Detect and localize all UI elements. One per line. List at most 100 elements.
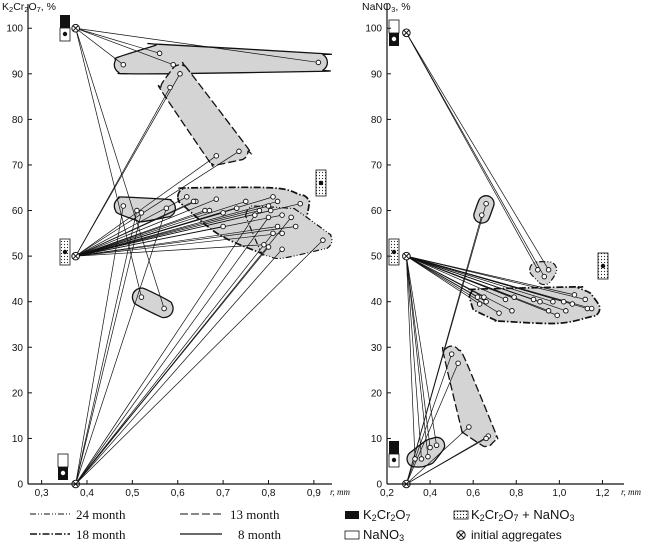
- left-x-axis-label-text: r, mm: [330, 487, 351, 497]
- left-data-point: [280, 231, 285, 236]
- right-axes: [387, 4, 624, 484]
- left-data-point: [164, 206, 169, 211]
- right-data-point: [551, 299, 556, 304]
- left-connection-line: [76, 249, 282, 484]
- right-connection-line: [406, 256, 512, 311]
- left-data-point: [289, 215, 294, 220]
- right-chart-title: NaNO3, %: [362, 1, 411, 14]
- legend-initial-aggregates: initial aggregates: [457, 528, 562, 542]
- left-nano3-box-icon: [58, 454, 68, 480]
- left-data-point: [316, 60, 321, 65]
- right-initial-aggregate: [403, 252, 411, 260]
- right-data-point: [477, 302, 482, 307]
- left-connection-line: [76, 217, 269, 484]
- left-initial-aggregate: [72, 252, 80, 260]
- right-data-point: [546, 309, 551, 314]
- right-data-point: [456, 361, 461, 366]
- right-nano3-box-icon: [389, 441, 399, 467]
- right-y-tick-label: 80: [371, 115, 383, 126]
- left-initial-aggregate: [72, 24, 80, 32]
- right-data-point: [413, 457, 418, 462]
- right-data-point: [572, 293, 577, 298]
- left-data-point: [266, 204, 271, 209]
- left-data-point: [266, 245, 271, 250]
- left-region-8-month: [114, 44, 331, 74]
- left-connection-line: [76, 233, 273, 484]
- legend-8-month: 8 month: [180, 527, 281, 542]
- left-connection-line: [76, 215, 255, 484]
- left-connection-line: [76, 74, 180, 256]
- left-data-point: [280, 247, 285, 252]
- right-connection-line: [406, 256, 505, 299]
- left-data-point: [121, 204, 126, 209]
- left-x-tick-label: 0,3: [35, 488, 49, 499]
- legend-k2cr2o7: K2Cr2O7: [345, 507, 411, 523]
- left-mixture-box-icon: [60, 239, 70, 265]
- right-data-point: [546, 267, 551, 272]
- legend-initial-aggregates-label: initial aggregates: [471, 528, 562, 542]
- left-data-point: [214, 154, 219, 159]
- right-y-tick-label: 40: [371, 297, 383, 308]
- right-region-13-month: [443, 346, 498, 447]
- left-data-point: [185, 195, 190, 200]
- left-data-point: [253, 213, 258, 218]
- left-data-point: [178, 72, 183, 77]
- left-data-point: [268, 208, 273, 213]
- right-data-point: [512, 295, 517, 300]
- left-y-tick-label: 0: [17, 480, 23, 491]
- right-y-tick-label: 90: [371, 69, 383, 80]
- right-y-tick-label: 50: [371, 252, 383, 263]
- right-data-point: [480, 213, 485, 218]
- left-data-point: [221, 211, 226, 216]
- right-x-tick-label: 1,2: [596, 488, 610, 499]
- right-data-point: [482, 295, 487, 300]
- left-data-point: [234, 206, 239, 211]
- left-y-tick-label: 50: [12, 252, 24, 263]
- right-data-point: [589, 306, 594, 311]
- right-connection-line: [406, 256, 428, 457]
- left-data-point: [275, 224, 280, 229]
- left-data-point: [168, 85, 173, 90]
- right-chart: NaNO3, % 01020304050607080901000,20,40,6…: [362, 1, 642, 499]
- right-region-24-month: [530, 262, 557, 285]
- left-y-tick-label: 70: [12, 160, 24, 171]
- right-data-point: [484, 201, 489, 206]
- right-x-tick-label: 0,8: [509, 488, 523, 499]
- left-y-tick-label: 30: [12, 343, 24, 354]
- left-data-point: [257, 208, 262, 213]
- right-data-point: [467, 425, 472, 430]
- right-data-point: [484, 299, 489, 304]
- right-data-point: [497, 311, 502, 316]
- right-x-tick-label: 0,6: [466, 488, 480, 499]
- right-data-point: [449, 352, 454, 357]
- right-data-point: [564, 309, 569, 314]
- left-data-point: [275, 199, 280, 204]
- right-data-point: [419, 457, 424, 462]
- right-initial-aggregates: [389, 20, 608, 488]
- left-data-point: [221, 224, 226, 229]
- left-data-point: [262, 242, 267, 247]
- left-k2cr2o7-box-icon: [60, 15, 70, 41]
- right-x-axis-label-text: r, mm: [621, 487, 642, 497]
- left-y-tick-label: 80: [12, 115, 24, 126]
- legend-13-month-label: 13 month: [230, 507, 280, 522]
- left-data-point: [207, 208, 212, 213]
- right-x-tick-label: 1,0: [552, 488, 566, 499]
- left-data-point: [266, 215, 271, 220]
- left-x-axis-label: r, mm: [330, 487, 351, 497]
- right-regions: [407, 196, 600, 467]
- left-y-tick-label: 90: [12, 69, 24, 80]
- left-data-points: [121, 51, 325, 311]
- left-data-point: [271, 231, 276, 236]
- left-chart-title: K2Cr2O7, %: [2, 1, 56, 14]
- right-connection-line: [406, 204, 486, 484]
- right-data-point: [484, 436, 489, 441]
- left-y-tick-label: 10: [12, 434, 24, 445]
- legend: 24 month 13 month 18 month 8 month K2Cr2…: [30, 507, 575, 543]
- left-y-tick-label: 40: [12, 297, 24, 308]
- left-x-tick-label: 0,6: [171, 488, 185, 499]
- left-data-point: [237, 149, 242, 154]
- left-data-point: [121, 62, 126, 67]
- left-y-tick-label: 20: [12, 388, 24, 399]
- left-data-point: [191, 199, 196, 204]
